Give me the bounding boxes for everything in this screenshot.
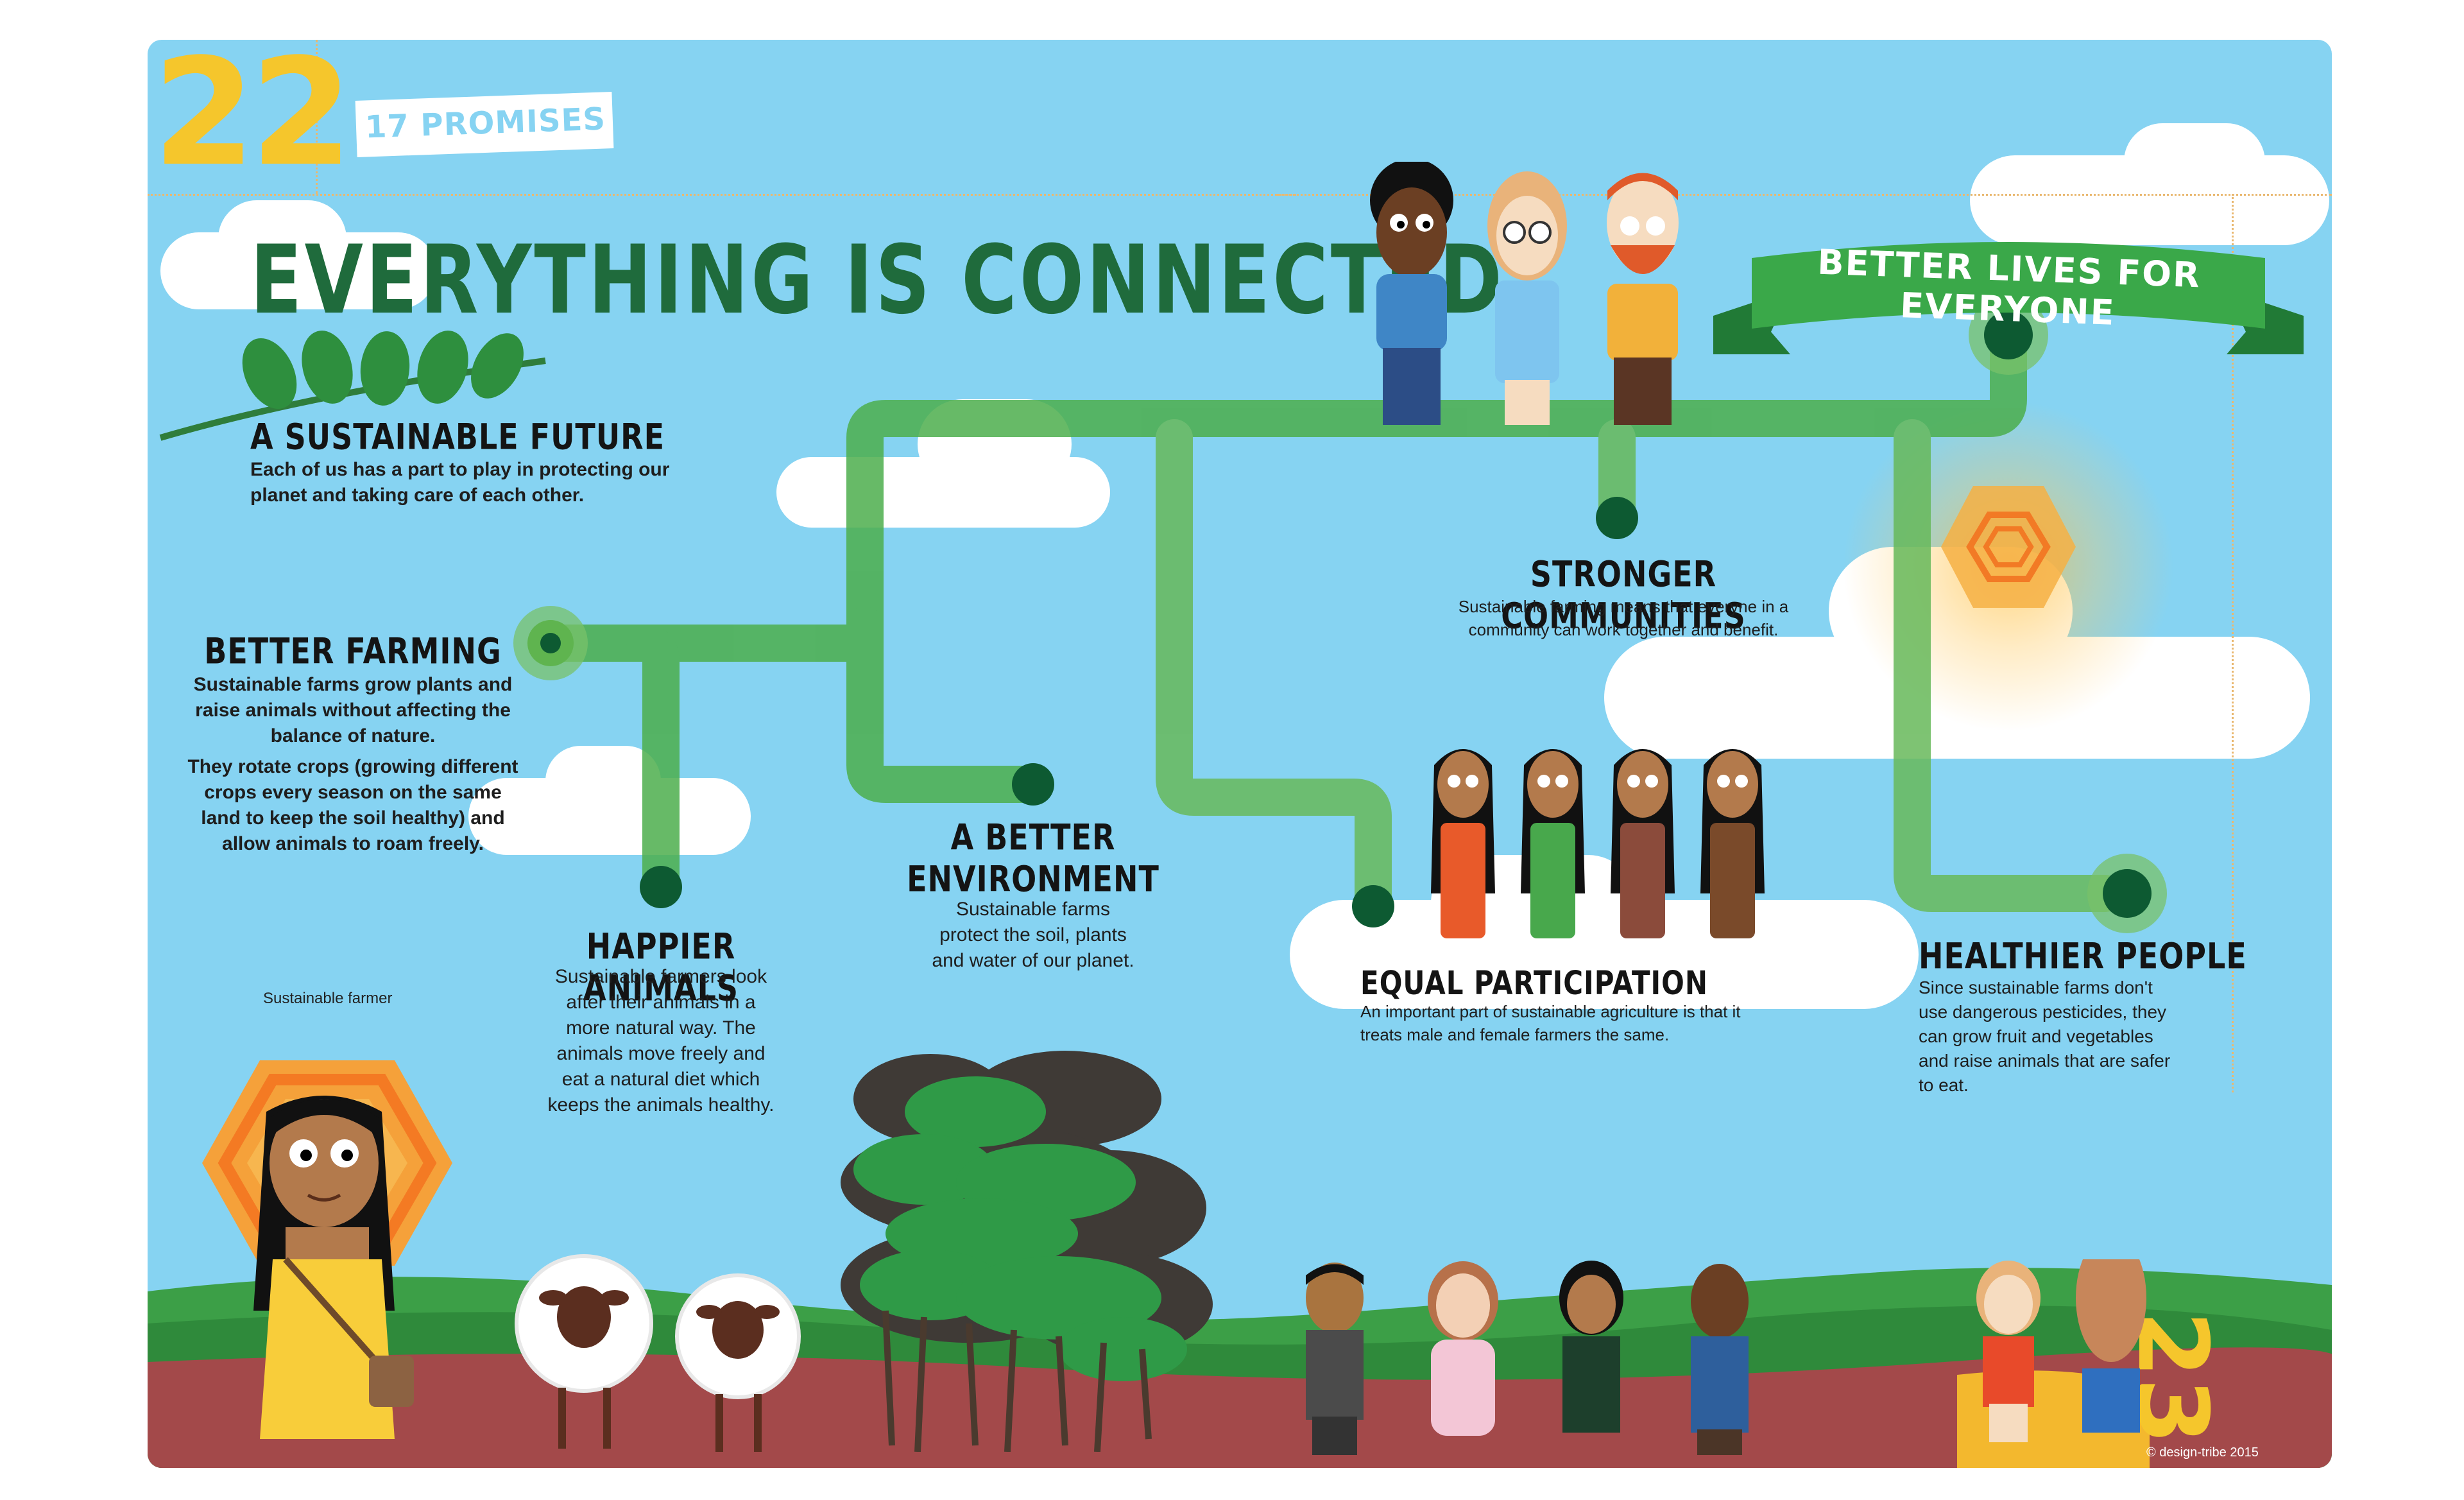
body-line: Sustainable farms grow plants and <box>193 674 513 695</box>
infographic-page: 22 23 17 PROMISES EVERYTHING IS CONNECTE… <box>148 40 2332 1468</box>
intro-body-line: planet and taking care of each other. <box>250 485 585 506</box>
cloud <box>545 746 661 816</box>
body-line: They rotate crops (growing different <box>187 756 518 777</box>
heading-line: ENVIRONMENT <box>907 858 1159 900</box>
guide-line <box>316 40 318 194</box>
body-line: An important part of sustainable agricul… <box>1360 1002 1741 1021</box>
figure-caption: Sustainable farmer <box>263 990 393 1007</box>
bottom-people-illustration <box>1306 1261 1749 1455</box>
intro-body: Each of us has a part to play in protect… <box>250 457 776 508</box>
body-line: Sustainable farmers look <box>554 966 767 987</box>
section-body-communities: Sustainable farming means that everyne i… <box>1405 595 1842 641</box>
healthy-people-illustration <box>1976 1259 2146 1442</box>
guide-line <box>1277 194 2332 196</box>
body-line: crops every season on the same <box>204 782 502 803</box>
section-body-participation: An important part of sustainable agricul… <box>1360 1000 1874 1046</box>
section-heading-farming: BETTER FARMING <box>204 630 502 672</box>
section-body-animals: Sustainable farmers look after their ani… <box>513 964 809 1118</box>
heading-line: A BETTER <box>950 816 1116 858</box>
page-number-left: 22 <box>153 40 353 199</box>
body-line: and water of our planet. <box>932 950 1134 971</box>
body-line: animals move freely and <box>556 1043 766 1064</box>
intro-heading: A SUSTAINABLE FUTURE <box>250 416 665 458</box>
forest-illustration <box>841 1051 1213 1452</box>
connection-paths <box>513 295 2167 933</box>
section-heading-participation: EQUAL PARTICIPATION <box>1360 964 1709 1002</box>
section-heading-animals: HAPPIER ANIMALS <box>583 926 739 1009</box>
body-line: Since sustainable farms don't <box>1919 978 2153 997</box>
page-title: EVERYTHING IS CONNECTED <box>250 224 1505 335</box>
sun-hexagon <box>1941 486 2076 608</box>
leaf-branch-icon <box>159 331 546 441</box>
body-line: protect the soil, plants <box>939 924 1127 945</box>
body-line: allow animals to roam freely. <box>222 833 484 854</box>
copyright-text: © design-tribe 2015 <box>2146 1445 2259 1460</box>
cloud <box>218 200 346 277</box>
body-line: to eat. <box>1919 1075 1969 1095</box>
body-line: treats male and female farmers the same. <box>1360 1025 1670 1044</box>
guide-line <box>148 194 1296 196</box>
body-line: Sustainable farming means that everyne i… <box>1458 597 1789 616</box>
sheep-illustration <box>515 1254 801 1452</box>
body-line: land to keep the soil healthy) and <box>201 807 505 829</box>
banner-label: BETTER LIVES FOR EVERYONE <box>1817 241 2202 333</box>
body-line: Sustainable farms <box>955 899 1111 920</box>
series-tag: 17 PROMISES <box>355 92 614 157</box>
section-body-farming: Sustainable farms grow plants and raise … <box>160 672 545 857</box>
banner-ribbon <box>1713 242 2304 354</box>
body-line: community can work together and benefit. <box>1468 620 1779 639</box>
section-heading-communities: STRONGER COMMUNITIES <box>1501 553 1746 637</box>
body-line: eat a natural diet which <box>561 1069 760 1090</box>
cloud <box>2124 123 2265 200</box>
body-line: keeps the animals healthy. <box>547 1094 774 1116</box>
intro-body-line: Each of us has a part to play in protect… <box>250 459 670 480</box>
community-people-illustration <box>1370 162 1679 425</box>
section-heading-health: HEALTHIER PEOPLE <box>1919 935 2247 977</box>
section-body-health: Since sustainable farms don't use danger… <box>1919 976 2252 1098</box>
section-body-environment: Sustainable farms protect the soil, plan… <box>886 897 1181 974</box>
series-tag-label: 17 PROMISES <box>364 101 606 146</box>
body-line: balance of nature. <box>270 725 436 746</box>
guide-line <box>2232 194 2234 1092</box>
women-farmers-illustration <box>1431 749 1765 938</box>
body-line: more natural way. The <box>566 1017 756 1039</box>
body-line: raise animals without affecting the <box>195 700 511 721</box>
body-line: can grow fruit and vegetables <box>1919 1026 2153 1046</box>
farmer-illustration <box>202 1060 452 1439</box>
body-line: and raise animals that are safer <box>1919 1051 2171 1071</box>
body-line: after their animals in a <box>566 992 756 1013</box>
body-line: use dangerous pesticides, they <box>1919 1002 2167 1022</box>
section-heading-environment: A BETTER ENVIRONMENT <box>898 816 1168 900</box>
